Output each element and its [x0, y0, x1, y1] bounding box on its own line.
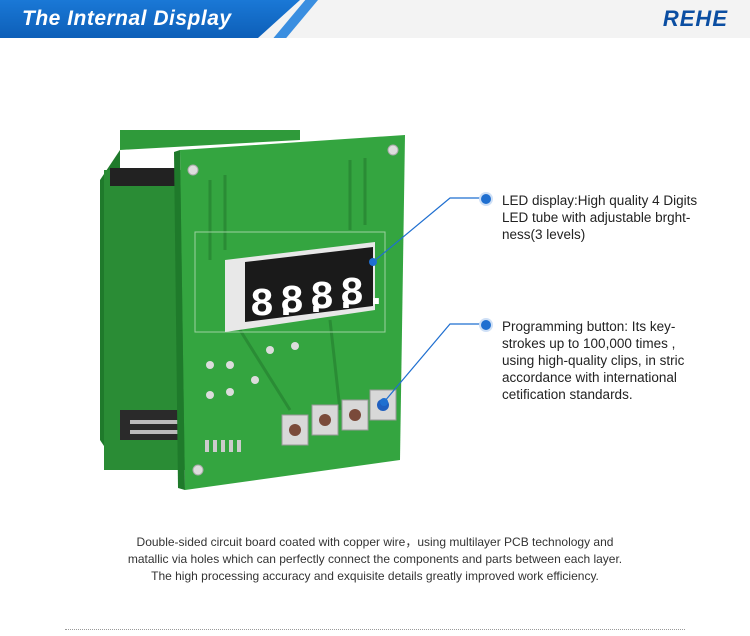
brand-logo: REHE [662, 6, 728, 31]
header-pin [229, 440, 233, 452]
component-pad [226, 361, 234, 369]
callout-line: LED tube with adjustable brght- [502, 210, 691, 225]
mounting-hole [192, 464, 204, 476]
button-callout-dot [481, 320, 491, 330]
tactile-button-cap [319, 414, 331, 426]
mounting-hole [387, 144, 399, 156]
component-pad [266, 346, 274, 354]
tactile-button [281, 414, 309, 446]
description-line: Double-sided circuit board coated with c… [136, 535, 614, 549]
component-pad [206, 391, 214, 399]
callout-line: strokes up to 100,000 times , [502, 336, 676, 351]
programming-button-callout: Programming button: Its key- strokes up … [502, 318, 732, 403]
header-pin [205, 440, 209, 452]
component-pad [226, 388, 234, 396]
tactile-button-cap [289, 424, 301, 436]
description-line: The high processing accuracy and exquisi… [151, 569, 599, 583]
led-digit: 8. [310, 276, 358, 321]
led-silkscreen [194, 231, 386, 333]
title-banner [0, 0, 300, 38]
pin-header-top [110, 168, 180, 186]
header-bar: The Internal Display REHE [0, 0, 750, 38]
mounting-hole [187, 164, 199, 176]
component-pad [251, 376, 259, 384]
led-digit: 8. [250, 283, 298, 328]
back-board-top [120, 130, 300, 150]
pcb-traces [208, 158, 367, 411]
front-board-edge [174, 150, 185, 490]
programming-button-cap [377, 399, 389, 411]
header-pin [213, 440, 217, 452]
callout-line: LED display:High quality 4 Digits [502, 193, 698, 208]
led-digit: 8. [340, 272, 388, 317]
header-pin [237, 440, 241, 452]
description-line: matallic via holes which can perfectly c… [127, 552, 623, 566]
pin-row [130, 430, 180, 434]
board-description: Double-sided circuit board coated with c… [60, 534, 690, 585]
led-digit: 8. [280, 280, 328, 325]
dotted-divider [65, 629, 685, 630]
component-pad [206, 361, 214, 369]
callout-line: using high-quality clips, in stric [502, 353, 685, 368]
pin-header-bottom [120, 410, 180, 440]
page-title: The Internal Display [22, 7, 232, 30]
led-callout-dot [481, 194, 491, 204]
callout-line: accordance with international [502, 370, 677, 385]
circuit-board-image: 8. 8. 8. 8. [100, 130, 405, 490]
callout-line: cetification standards. [502, 387, 633, 402]
header-pin [221, 440, 225, 452]
led-module-face [245, 247, 373, 322]
led-display-callout: LED display:High quality 4 Digits LED tu… [502, 192, 732, 243]
callout-line: Programming button: Its key- [502, 319, 676, 334]
callout-line: ness(3 levels) [502, 227, 586, 242]
component-pad [291, 342, 299, 350]
pin-row [130, 420, 180, 424]
tactile-button-cap [349, 409, 361, 421]
